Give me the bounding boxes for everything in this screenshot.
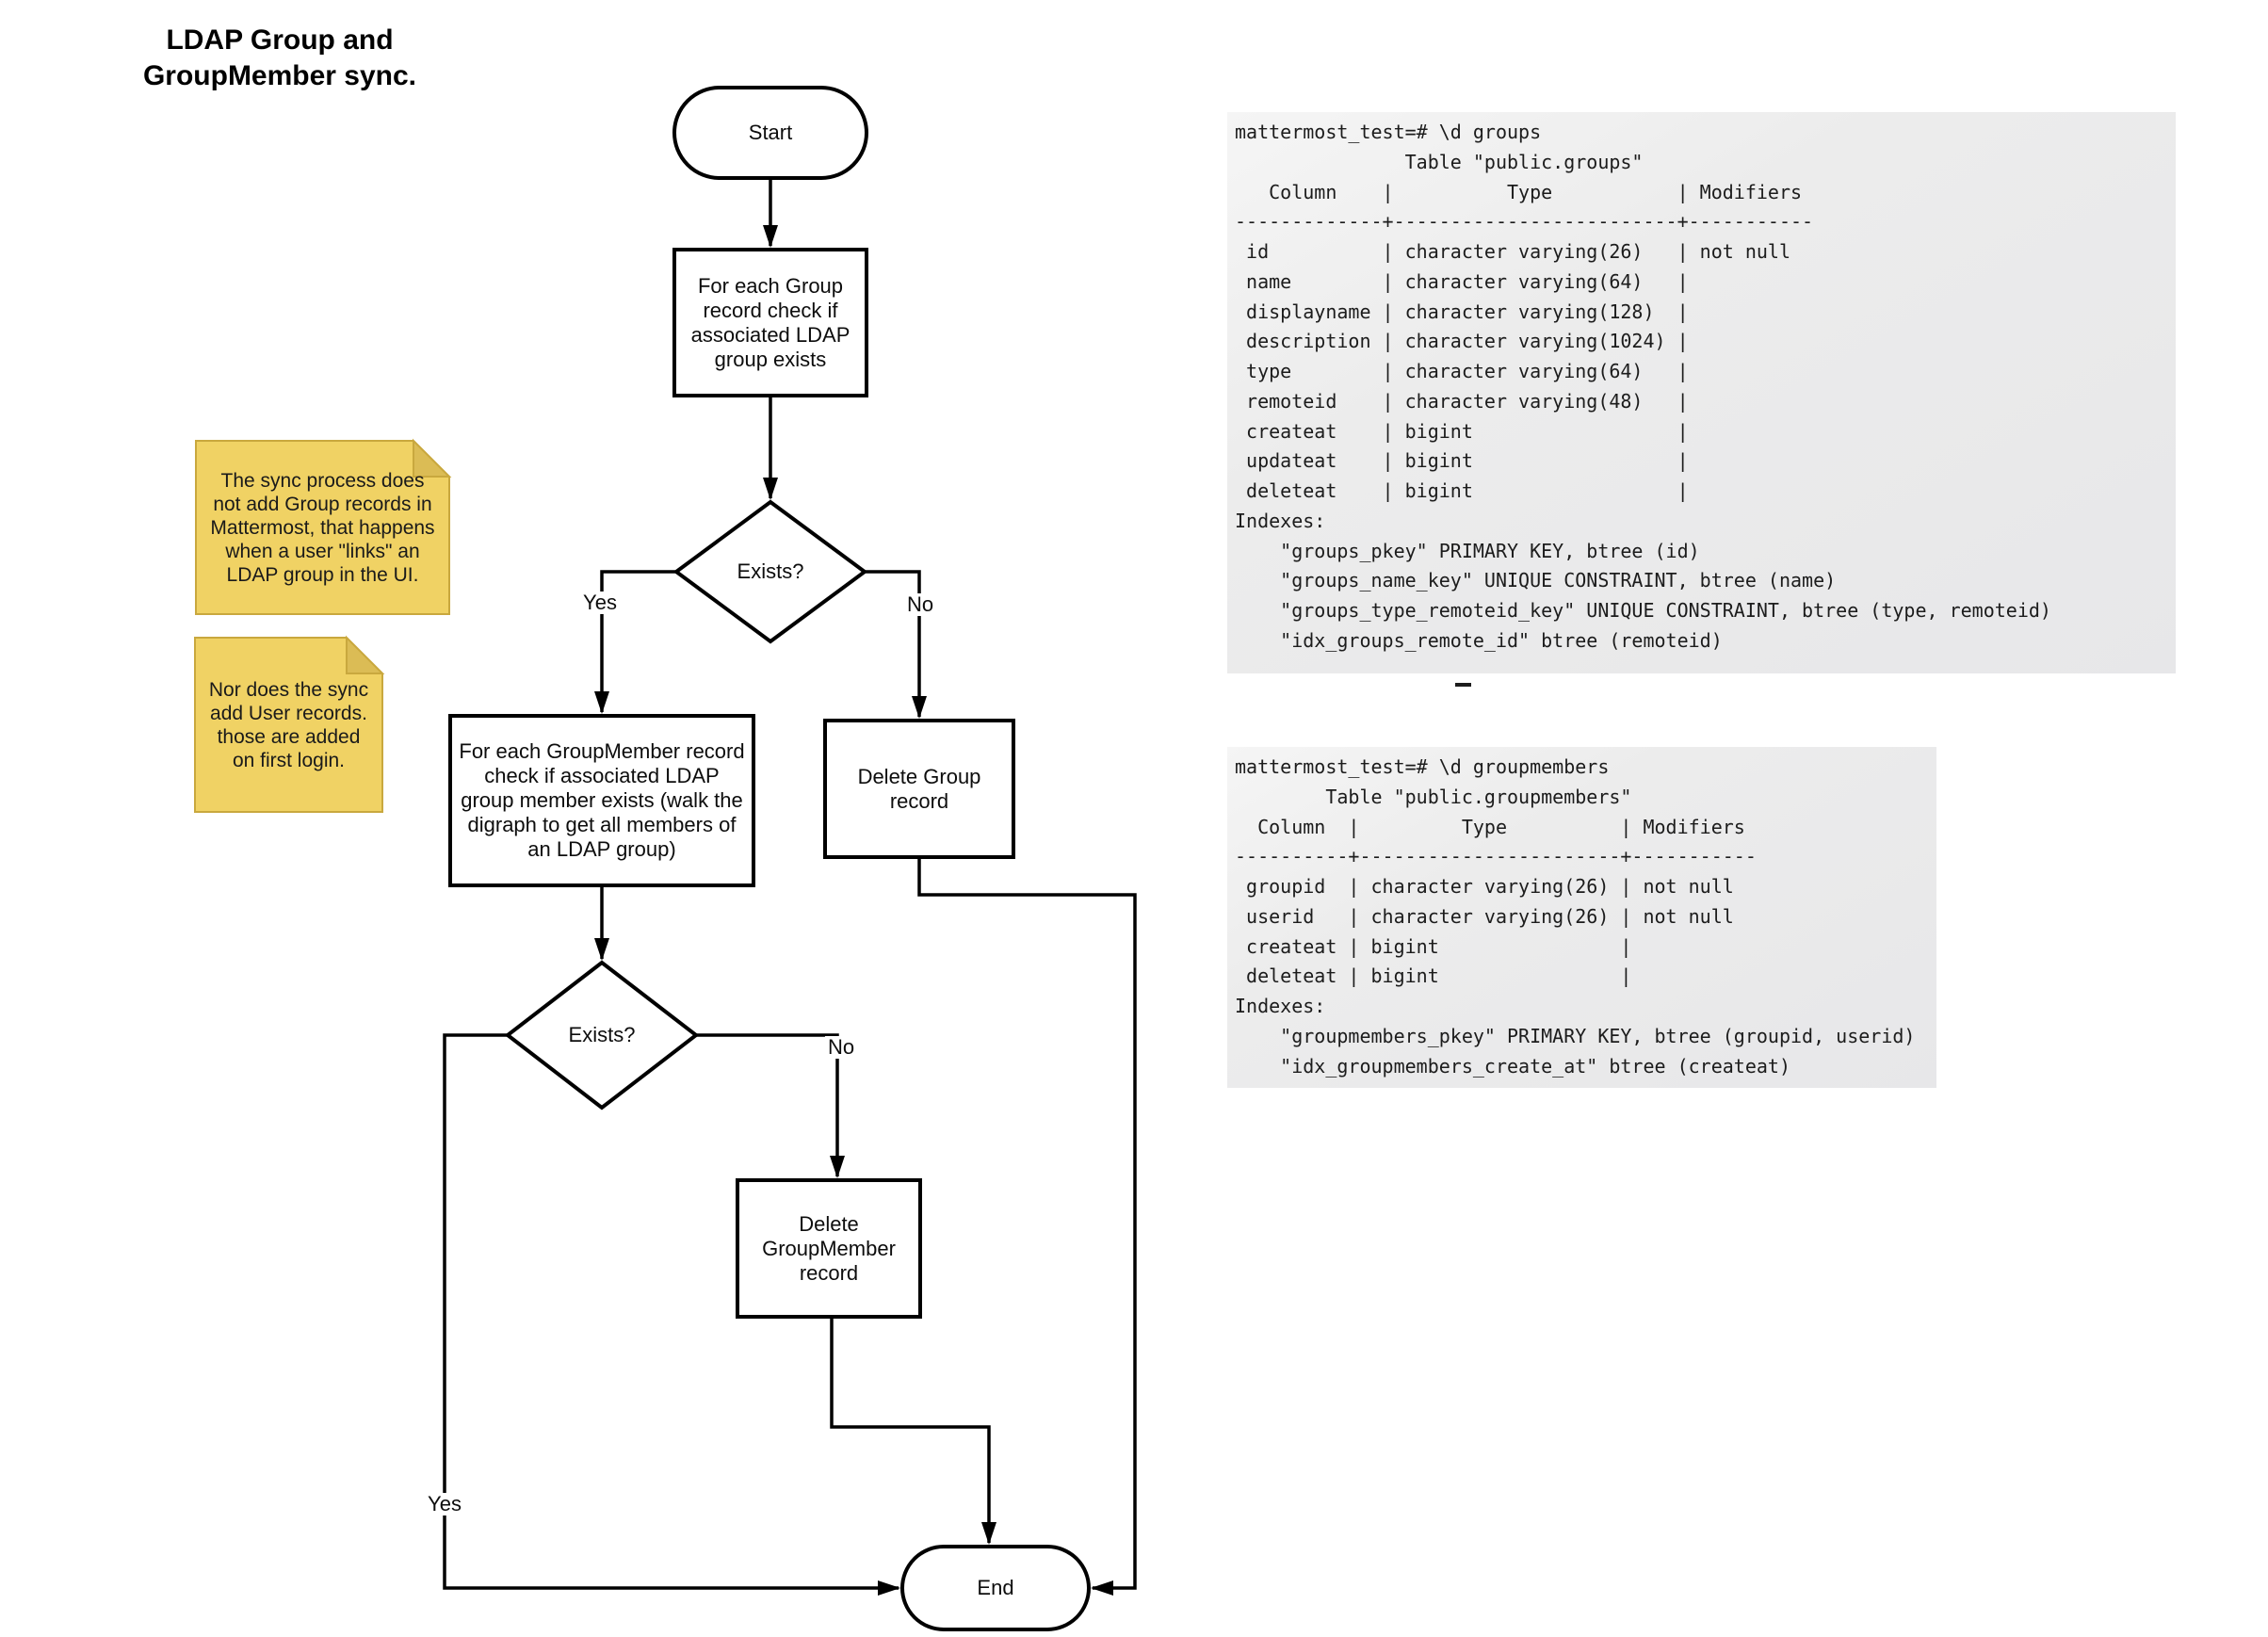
note1-text: The sync process does not add Group reco… (210, 469, 435, 586)
delete-group-node-shape (823, 719, 1015, 859)
exists2-diamond-shape (504, 960, 700, 1110)
note2-body (194, 637, 383, 813)
edge-deletegroup-to-end (917, 857, 1137, 1596)
note1-body (195, 440, 450, 615)
delete-groupmember-node-shape (736, 1178, 922, 1319)
edge-deletegm-to-end (830, 1317, 996, 1545)
edge-label-no2: No (824, 1036, 858, 1059)
edge-exists2-no (696, 1033, 845, 1178)
exists1-diamond-label: Exists? (737, 559, 804, 583)
start-node-shape (672, 86, 868, 180)
note2-text: Nor does the sync add User records. thos… (208, 678, 369, 771)
edge-label-yes1: Yes (580, 592, 620, 614)
exists1-diamond-shape (672, 499, 868, 644)
delete-groupmember-node-label: Delete GroupMember record (762, 1211, 896, 1285)
page-title: LDAP Group and GroupMember sync. (142, 24, 417, 91)
check-group-node-shape (672, 248, 868, 397)
exists2-diamond-label: Exists? (568, 1023, 636, 1046)
edge-exists1-yes (594, 570, 676, 714)
end-node-label: End (977, 1576, 1014, 1599)
check-group-node-label: For each Group record check if associate… (690, 273, 850, 371)
edge-exists1-no (865, 570, 927, 719)
terminal-groupmembers-table: mattermost_test=# \d groupmembers Table … (1227, 747, 1936, 1088)
check-groupmember-node-label: For each GroupMember record check if ass… (459, 739, 745, 861)
edge-exists2-yes-to-end (443, 1033, 900, 1596)
end-node-shape (900, 1545, 1091, 1631)
stray-dash-mark (1455, 683, 1471, 687)
delete-group-node-label: Delete Group record (857, 764, 981, 813)
sticky-notes (194, 438, 452, 813)
edge-label-yes2: Yes (425, 1493, 464, 1515)
edge-label-no1: No (903, 593, 937, 616)
check-groupmember-node-shape (448, 714, 755, 887)
connectors (443, 178, 1137, 1596)
note2-fold-corner (346, 635, 385, 674)
start-node-label: Start (748, 121, 793, 144)
terminal-groups-table: mattermost_test=# \d groups Table "publi… (1227, 112, 2176, 673)
note1-fold-corner (413, 438, 452, 478)
